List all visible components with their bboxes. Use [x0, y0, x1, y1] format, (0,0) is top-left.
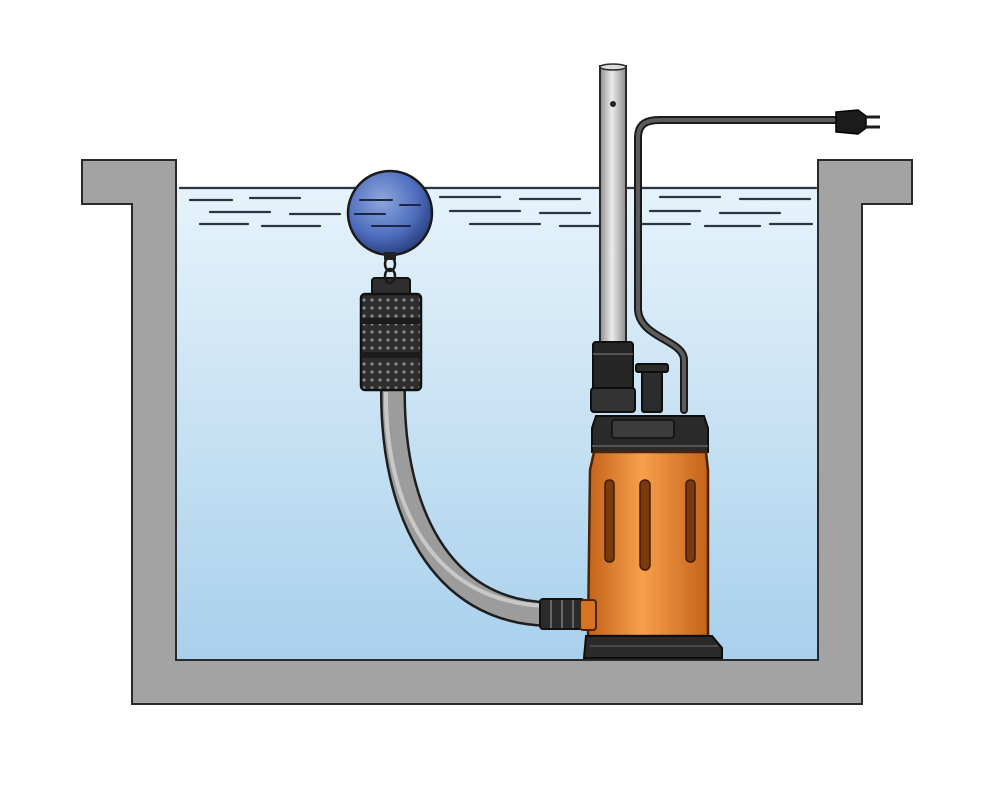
- pump-icon: [579, 341, 723, 659]
- float-switch-icon: [346, 169, 434, 260]
- hose-coupling: [539, 598, 585, 630]
- plug-icon: [835, 109, 880, 135]
- water-body: [176, 186, 818, 660]
- power-cable: [634, 116, 846, 414]
- pipe-icon: [599, 63, 627, 347]
- strainer-icon: [359, 277, 423, 392]
- hose-icon: [379, 389, 549, 627]
- water-waves-icon: [178, 186, 818, 228]
- pit-basin: [81, 159, 913, 705]
